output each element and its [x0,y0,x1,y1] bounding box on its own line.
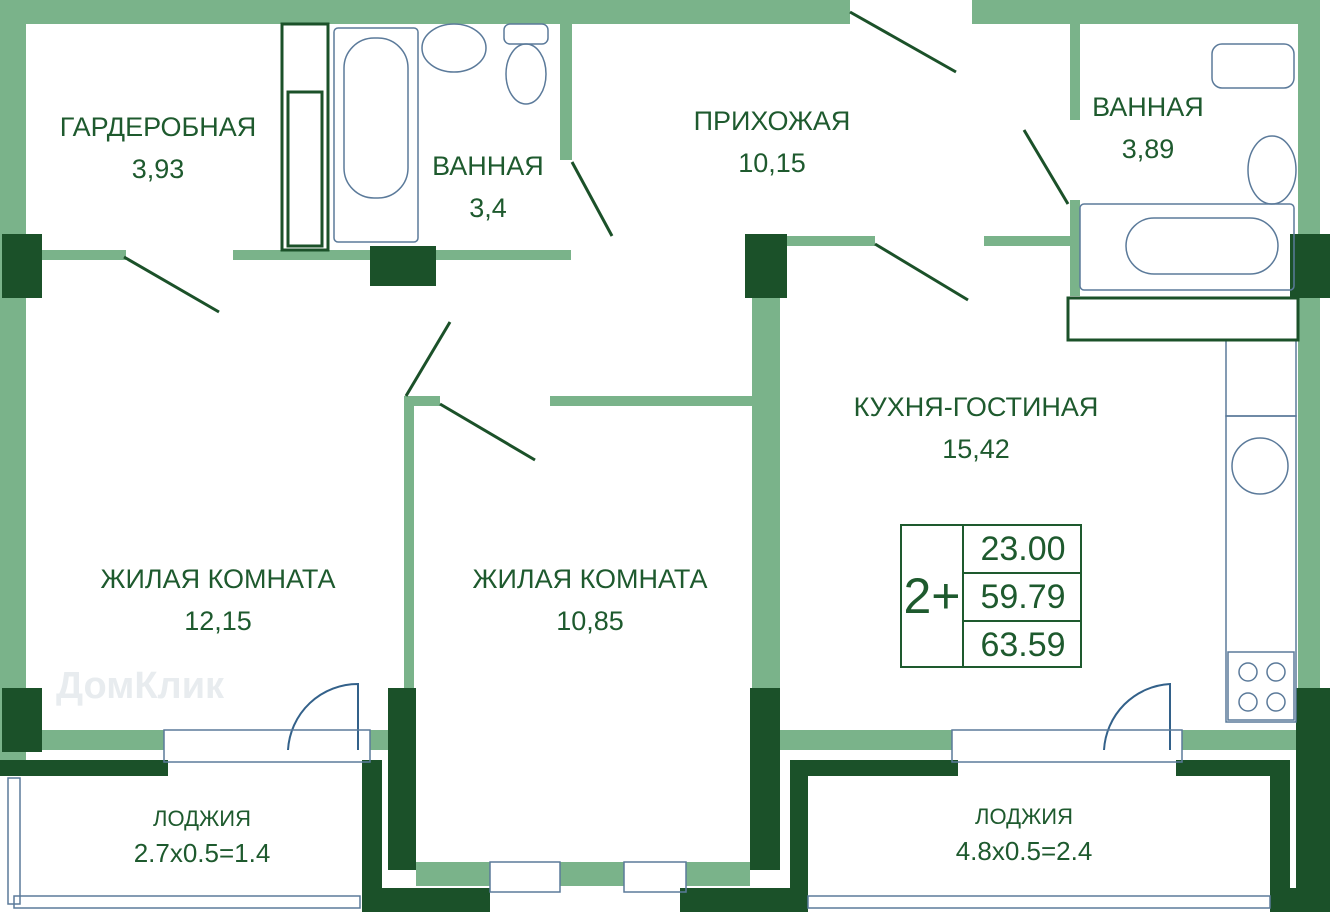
living-area: 23.00 [964,526,1082,574]
windows [7,729,1271,909]
balcony-doors [287,682,1171,751]
fixtures [333,23,1297,723]
toilet-icon [503,23,549,45]
sink-icon [1231,437,1289,495]
total-area: 63.59 [980,625,1066,664]
bathtub-icon [1079,203,1295,291]
room-count: 2+ [902,526,964,666]
sink-icon [421,23,487,73]
kitchen-counter [1225,415,1297,723]
area: 59.79 [964,574,1082,622]
dark-walls [0,234,1330,912]
bathtub-icon [333,27,419,243]
area-info-box: 2+ 23.00 59.79 63.59 [900,524,1082,668]
fridge-icon [1225,339,1297,417]
watermark: ДомКлик [56,665,225,707]
sink-icon [1247,135,1297,205]
toilet-icon [1211,43,1295,89]
doors [123,10,1070,462]
wardrobe [280,22,1300,342]
stove-icon [1227,651,1295,721]
